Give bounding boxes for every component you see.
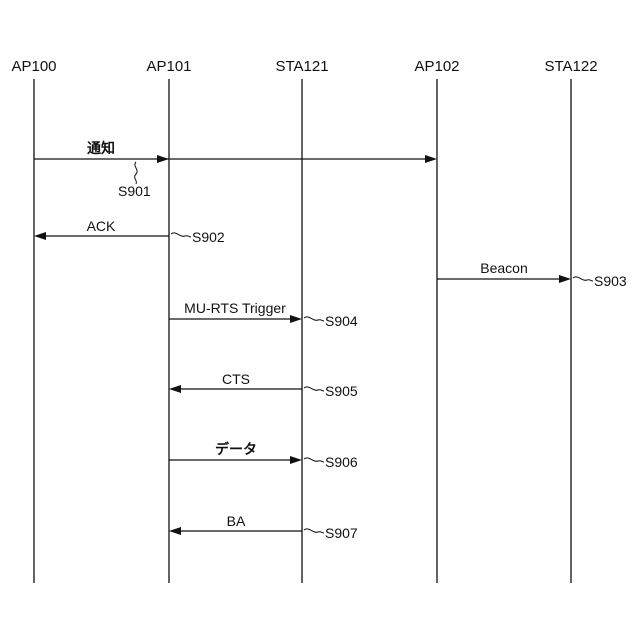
- arrowhead-s907: [169, 527, 181, 535]
- step-s901-leader: [135, 162, 138, 184]
- step-label-s904: S904: [325, 313, 358, 329]
- message-s903: Beacon S903: [437, 260, 627, 289]
- lifeline-label-sta122: STA122: [544, 58, 597, 75]
- lifeline-label-sta121: STA121: [275, 58, 328, 75]
- arrowhead-s903: [559, 275, 571, 283]
- arrowhead-s905: [169, 385, 181, 393]
- step-label-s901: S901: [118, 183, 151, 199]
- arrowhead-s901-ap102: [425, 155, 437, 163]
- step-label-s902: S902: [192, 229, 225, 245]
- message-s906-label: データ: [215, 441, 257, 457]
- message-s907: BA S907: [169, 513, 358, 541]
- step-label-s907: S907: [325, 525, 358, 541]
- arrowhead-s901-ap101: [157, 155, 169, 163]
- message-s901-label: 通知: [87, 140, 115, 156]
- step-s905-leader: [304, 387, 324, 391]
- arrowhead-s906: [290, 456, 302, 464]
- message-s905-label: CTS: [222, 371, 250, 387]
- step-s907-leader: [304, 529, 324, 533]
- message-s903-label: Beacon: [480, 260, 527, 276]
- message-s902-label: ACK: [87, 218, 116, 234]
- message-s905: CTS S905: [169, 371, 358, 399]
- message-s904: MU-RTS Trigger S904: [169, 300, 358, 329]
- step-label-s903: S903: [594, 273, 627, 289]
- message-s904-label: MU-RTS Trigger: [184, 300, 286, 316]
- step-s904-leader: [304, 317, 324, 321]
- arrowhead-s904: [290, 315, 302, 323]
- step-label-s906: S906: [325, 454, 358, 470]
- message-s901: 通知 S901: [34, 140, 437, 199]
- lifeline-label-ap100: AP100: [11, 58, 56, 75]
- step-label-s905: S905: [325, 383, 358, 399]
- step-s906-leader: [304, 458, 324, 462]
- lifeline-label-ap101: AP101: [146, 58, 191, 75]
- step-s902-leader: [171, 233, 191, 237]
- message-s906: データ S906: [169, 441, 358, 470]
- message-s907-label: BA: [227, 513, 246, 529]
- message-s902: ACK S902: [34, 218, 225, 245]
- arrowhead-s902: [34, 232, 46, 240]
- step-s903-leader: [573, 277, 593, 281]
- lifeline-label-ap102: AP102: [414, 58, 459, 75]
